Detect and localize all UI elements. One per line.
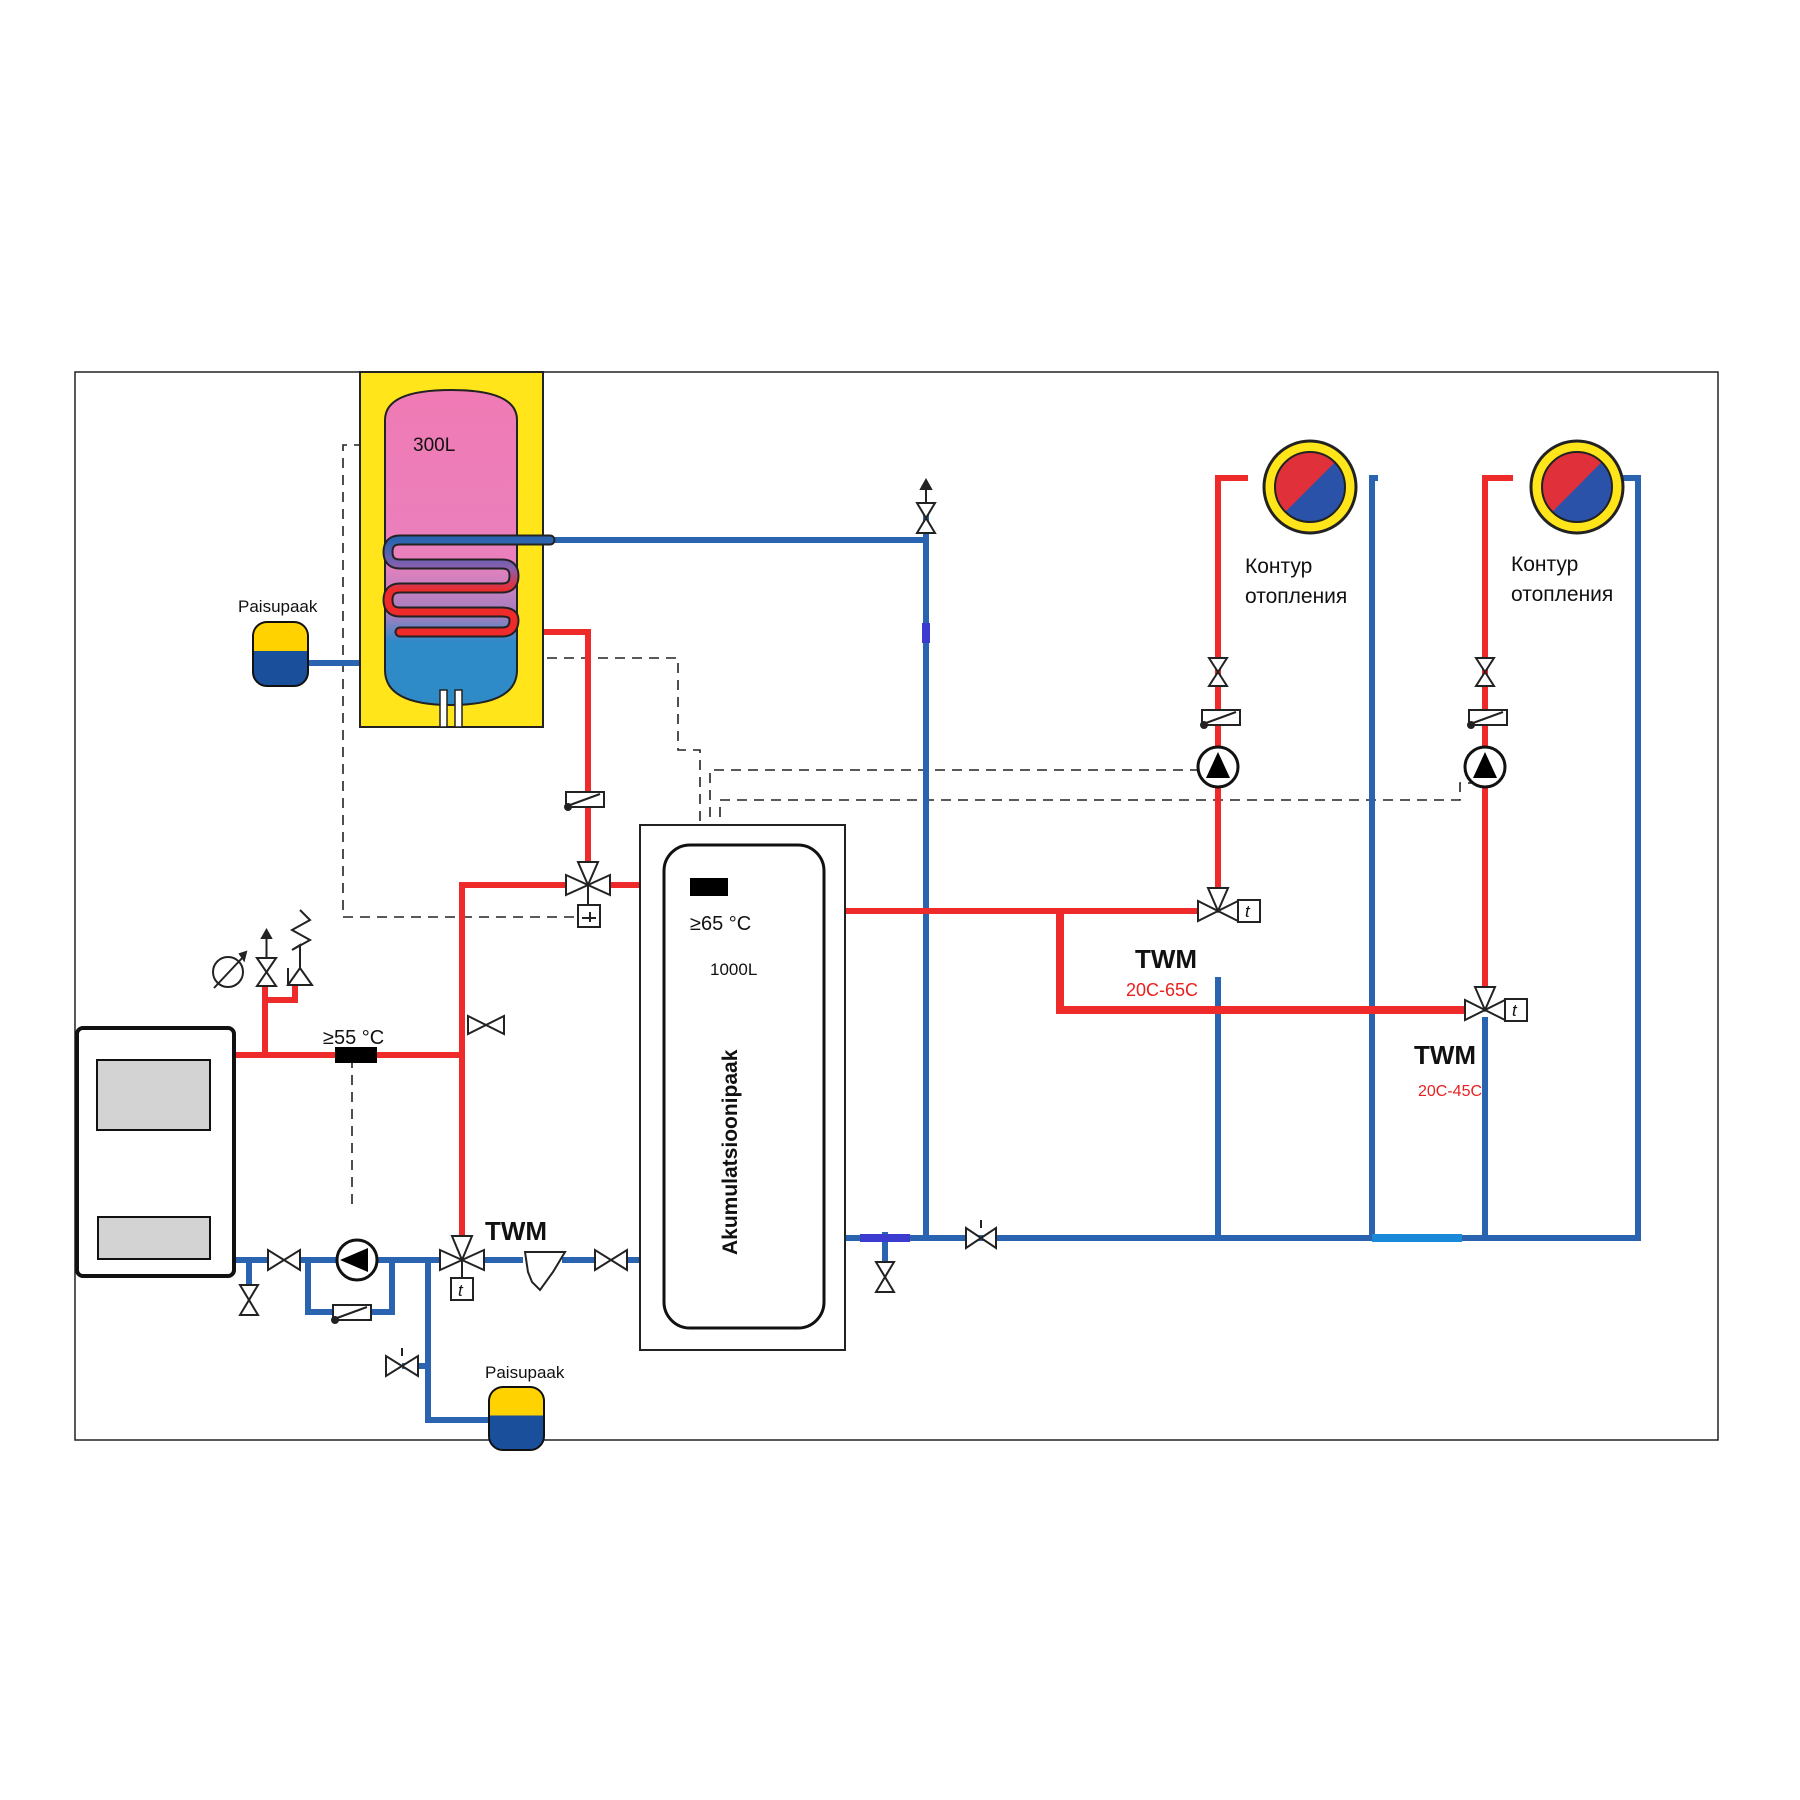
twm-circuit-1-label: TWM (1135, 944, 1197, 974)
safety-valve-icon (286, 966, 314, 986)
pipe-marker (922, 623, 930, 643)
buffer-temp: ≥65 °C (690, 913, 751, 935)
buffer-name: Akumulatsioonipaak (719, 1049, 742, 1255)
svg-text:t: t (458, 1281, 464, 1300)
expansion-tank-bottom: Paisupaak (485, 1363, 565, 1451)
boiler-sensor (335, 1047, 377, 1063)
circuit-2-pump (1463, 745, 1507, 789)
expansion-tank-top: Paisupaak (238, 597, 318, 687)
boiler-temp: ≥55 °C (323, 1027, 384, 1049)
radiator-circuit-1 (1262, 439, 1358, 535)
buffer-volume: 1000L (710, 960, 757, 979)
pipe-marker (860, 1234, 910, 1242)
three-way-valve-circuit-1: t (1197, 887, 1261, 923)
strainer-icon (523, 1251, 567, 1292)
three-way-valve-dhw (565, 861, 611, 928)
svg-text:Paisupaak: Paisupaak (485, 1363, 565, 1382)
circuit-1-label-line1: Контур (1245, 555, 1312, 578)
supply-loop-thick (1056, 911, 1470, 1014)
twm-circuit-2-range: 20C-45C (1418, 1083, 1482, 1100)
twm-circuit-1-range: 20C-65C (1126, 980, 1198, 1000)
twm-boiler-label: TWM (485, 1216, 547, 1246)
boiler-pump (335, 1238, 379, 1282)
svg-text:t: t (1512, 1001, 1518, 1020)
circuit-2-label-line1: Контур (1511, 553, 1578, 576)
svg-text:Paisupaak: Paisupaak (238, 597, 318, 616)
dhw-tank-volume: 300L (413, 435, 455, 456)
circuit-2-label-line2: отопления (1511, 583, 1613, 606)
pipe-marker (1372, 1234, 1462, 1242)
boiler (75, 1026, 236, 1278)
dhw-tank: 300L (359, 371, 556, 728)
safety-group (212, 909, 314, 989)
shutoff-valves (238, 477, 1496, 1378)
three-way-valve-boiler: t (439, 1235, 485, 1301)
svg-text:t: t (1245, 902, 1251, 921)
circuit-1-pump (1196, 745, 1240, 789)
buffer-tank: ≥65 °C 1000L Akumulatsioonipaak (639, 824, 846, 1351)
diagram-frame (74, 371, 1719, 1441)
three-way-valve-circuit-2: t (1464, 986, 1528, 1022)
check-valves (331, 709, 1508, 1324)
buffer-sensor (690, 878, 728, 896)
circuit-1-label-line2: отопления (1245, 585, 1347, 608)
radiator-circuit-2 (1529, 439, 1625, 535)
return-piping (232, 475, 1641, 1423)
twm-circuit-2-label: TWM (1414, 1040, 1476, 1070)
